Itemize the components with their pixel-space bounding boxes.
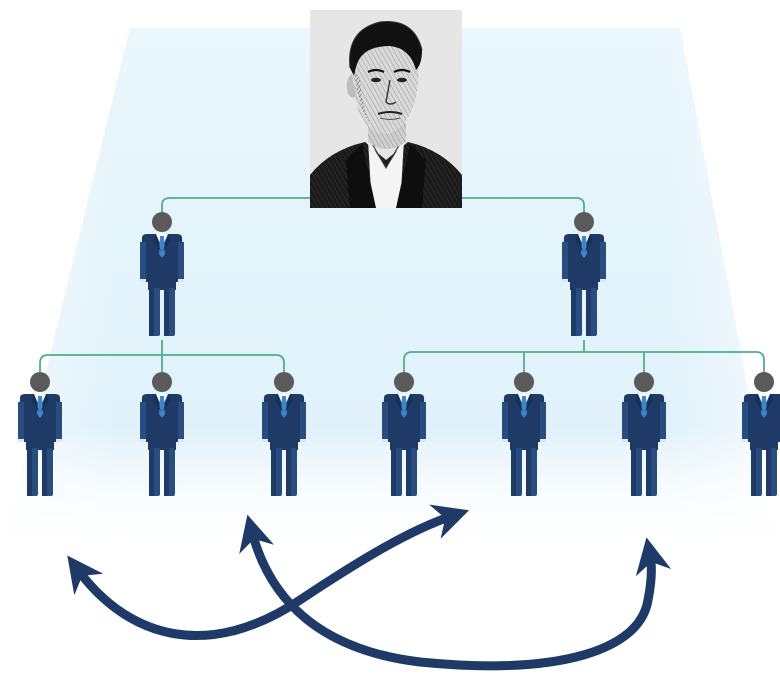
- backdrop: [0, 28, 780, 560]
- arrow-curve-right: [239, 514, 672, 671]
- connector-right-group: [403, 351, 765, 372]
- portrait-image: [310, 10, 462, 208]
- top-node-portrait: [310, 10, 462, 208]
- cross-link-arrows: [67, 504, 672, 671]
